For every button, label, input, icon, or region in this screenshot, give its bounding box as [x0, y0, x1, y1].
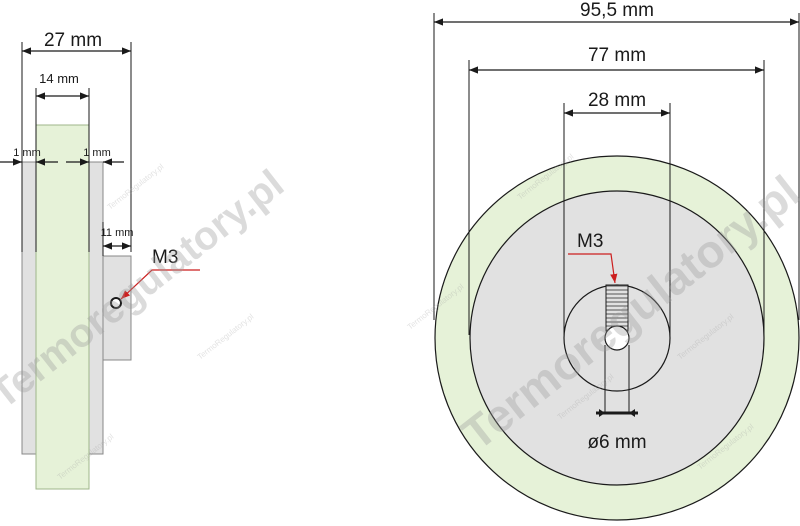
leader-m3-front	[568, 253, 618, 284]
front-view: 95,5 mm 77 mm 28 mm M3 ø6 mm	[433, 0, 800, 521]
side-hub	[102, 255, 132, 361]
front-bore	[604, 325, 630, 351]
label-hub-width: 11 mm	[101, 227, 134, 239]
label-outer-diameter: 95,5 mm	[580, 0, 654, 21]
label-tire-width: 14 mm	[39, 71, 79, 86]
side-tire	[35, 124, 90, 490]
label-m3-front: M3	[577, 231, 603, 252]
label-m3-side: M3	[152, 247, 178, 268]
label-rim-diameter: 77 mm	[588, 45, 646, 66]
watermark-small: TermoRegulatory.pl	[196, 312, 256, 362]
label-right-gap: 1 mm	[83, 147, 111, 159]
label-hub-diameter: 28 mm	[588, 90, 646, 111]
side-screw-hole	[110, 297, 122, 309]
side-view: 27 mm 14 mm 1 mm 1 mm 11 mm M3	[0, 30, 200, 490]
label-bore-diameter: ø6 mm	[587, 432, 646, 453]
side-left-plate	[21, 161, 37, 455]
watermark-small: TermoRegulatory.pl	[106, 162, 166, 212]
label-overall-width: 27 mm	[44, 30, 102, 51]
leader-m3-side	[120, 269, 200, 300]
label-left-gap: 1 mm	[13, 147, 41, 159]
